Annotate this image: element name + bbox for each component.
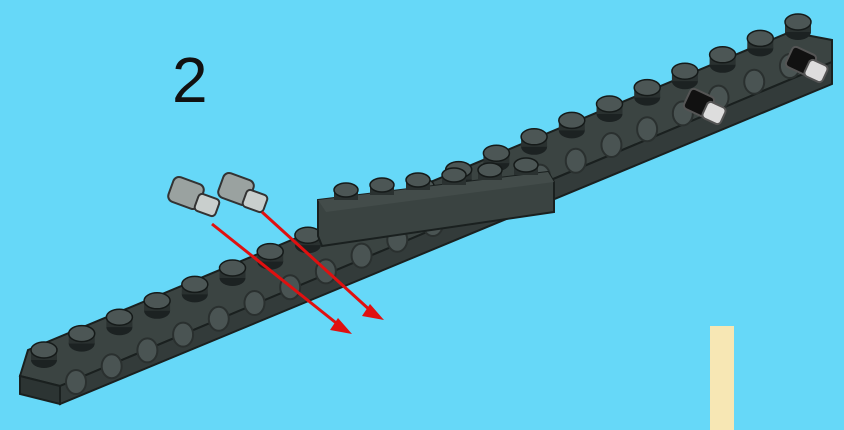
beam-hole [137,338,157,362]
stud [710,47,736,73]
beam-hole [744,70,764,94]
stud [69,326,95,352]
stud [597,96,623,122]
stud [442,168,466,185]
beam-hole [244,291,264,315]
stud [634,80,660,106]
stud [106,309,132,335]
stud [747,30,773,56]
lego-friction-pin-icon [167,175,221,217]
stud [257,244,283,270]
stud [31,342,57,368]
cream-panel [710,326,734,430]
stud [785,14,811,40]
stud [334,183,358,200]
stud [370,178,394,195]
stud [478,163,502,180]
beam-hole [601,133,621,157]
beam-hole [209,307,229,331]
stud [672,63,698,89]
stud [182,276,208,302]
lego-friction-pin-icon [217,171,269,213]
beam-hole [637,117,657,141]
stud [144,293,170,319]
stud [514,158,538,175]
stud [220,260,246,286]
beam-hole [102,354,122,378]
beam-hole [566,149,586,173]
beam-hole [66,370,86,394]
beam-hole [173,323,193,347]
stud [406,173,430,190]
stud [559,112,585,138]
beam-hole [352,244,372,268]
stud [521,129,547,155]
